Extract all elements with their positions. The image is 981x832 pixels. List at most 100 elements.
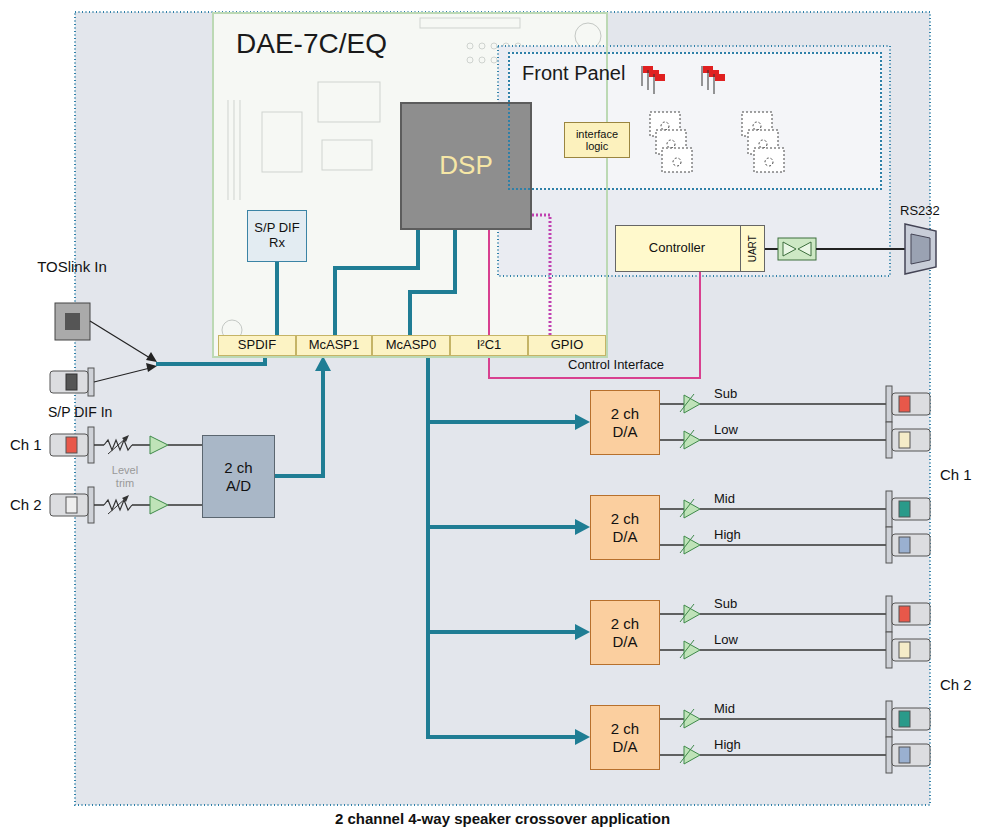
signal-wire xyxy=(532,215,550,335)
gain-arrow xyxy=(680,535,694,553)
db9-shell xyxy=(911,234,930,264)
serial-wire xyxy=(765,248,778,250)
serial-wire xyxy=(816,248,905,250)
flag xyxy=(655,74,665,81)
port-label: S/P DIF In xyxy=(48,404,112,420)
pcb-pad xyxy=(491,57,497,63)
rca-bracket xyxy=(886,701,892,737)
interface-port: McASP1 xyxy=(296,335,372,356)
button-card xyxy=(662,148,692,172)
interface-port: I²C1 xyxy=(450,335,528,356)
wire-path xyxy=(428,356,577,422)
output-wire xyxy=(700,718,886,720)
flag-pole xyxy=(648,70,649,90)
arrow-head xyxy=(146,363,157,372)
output-wire xyxy=(700,649,886,651)
wire-path xyxy=(428,356,577,632)
button xyxy=(765,158,773,166)
wire-path xyxy=(428,356,577,737)
box-label: interface logic xyxy=(565,128,629,152)
indicator-flags xyxy=(642,66,725,94)
gain-arrow xyxy=(680,430,694,448)
rca-band xyxy=(899,711,910,727)
band-label: High xyxy=(714,738,741,753)
arrow-head xyxy=(315,356,331,371)
signal-wire xyxy=(428,356,590,640)
wire-path xyxy=(275,369,323,476)
wire-path xyxy=(532,215,550,335)
amplifier-triangle xyxy=(150,496,168,514)
port-label: RS232 xyxy=(900,204,940,219)
output-channel xyxy=(660,422,930,458)
signal-wire xyxy=(428,356,590,430)
output-wire xyxy=(700,544,886,546)
gain-arrow xyxy=(680,499,694,517)
flag-pole xyxy=(714,74,715,94)
analog-input xyxy=(50,487,202,523)
button-stacks xyxy=(650,112,784,172)
input-wire xyxy=(132,444,150,446)
rca-bracket xyxy=(886,422,892,458)
signal-wire xyxy=(277,262,278,335)
input-wire xyxy=(94,504,104,506)
driver-triangle xyxy=(798,242,811,256)
arrow-head xyxy=(575,519,590,535)
box-label: DSP xyxy=(439,151,492,181)
output-wire xyxy=(700,403,886,405)
rca-bracket xyxy=(88,487,94,523)
pcb-trace xyxy=(228,100,229,200)
analog-input xyxy=(50,427,202,463)
box-label: 2 ch D/A xyxy=(603,720,647,755)
output-channel xyxy=(660,527,930,563)
adc-box: 2 ch A/D xyxy=(202,435,275,518)
interface-port: GPIO xyxy=(528,335,606,356)
rca-jack xyxy=(892,393,930,415)
output-channel xyxy=(660,386,930,422)
rca-bracket xyxy=(886,596,892,632)
dac-box: 2 ch D/A xyxy=(590,495,660,560)
signal-wire xyxy=(275,356,331,476)
arrow-head xyxy=(146,352,157,362)
box-label: 2 ch D/A xyxy=(603,615,647,650)
amplifier-triangle xyxy=(150,436,168,454)
band-label: Sub xyxy=(714,387,737,402)
rca-jack xyxy=(50,371,88,393)
box-label: UART xyxy=(747,235,759,262)
output-wire xyxy=(660,649,684,651)
db9-connector xyxy=(905,224,936,274)
wire-path xyxy=(489,272,700,378)
rca-band xyxy=(66,374,77,390)
gain-arrow xyxy=(680,640,694,658)
box-label: McASP0 xyxy=(386,338,437,353)
signal-wire xyxy=(428,356,590,535)
chassis-outline xyxy=(75,12,930,805)
arrow-head xyxy=(122,495,129,502)
box-label: 2 ch D/A xyxy=(603,510,647,545)
gain-arrow xyxy=(680,709,694,727)
port-label: TOSlink In xyxy=(37,258,107,275)
output-wire xyxy=(660,508,684,510)
flag-pole xyxy=(702,66,703,86)
dsp-chip: DSP xyxy=(400,102,532,230)
optical-wire xyxy=(90,321,150,358)
dac-box: 2 ch D/A xyxy=(590,390,660,455)
output-wire xyxy=(660,403,684,405)
box-label: 2 ch A/D xyxy=(217,459,261,494)
box-label: 2 ch D/A xyxy=(603,405,647,440)
control-region xyxy=(498,46,890,276)
rca-band xyxy=(899,432,910,448)
rca-bracket xyxy=(886,386,892,422)
output-wire xyxy=(700,613,886,615)
wire-path xyxy=(488,230,490,335)
rca-bracket xyxy=(886,737,892,773)
toslink-socket xyxy=(55,303,90,340)
rca-jack xyxy=(892,534,930,556)
output-wire xyxy=(660,544,684,546)
band-label: Low xyxy=(714,423,738,438)
output-wire xyxy=(700,754,886,756)
rca-jack xyxy=(892,744,930,766)
rca-bracket xyxy=(88,427,94,463)
rca-bracket xyxy=(886,527,892,563)
line-driver xyxy=(778,238,816,260)
signal-wire xyxy=(489,272,700,378)
